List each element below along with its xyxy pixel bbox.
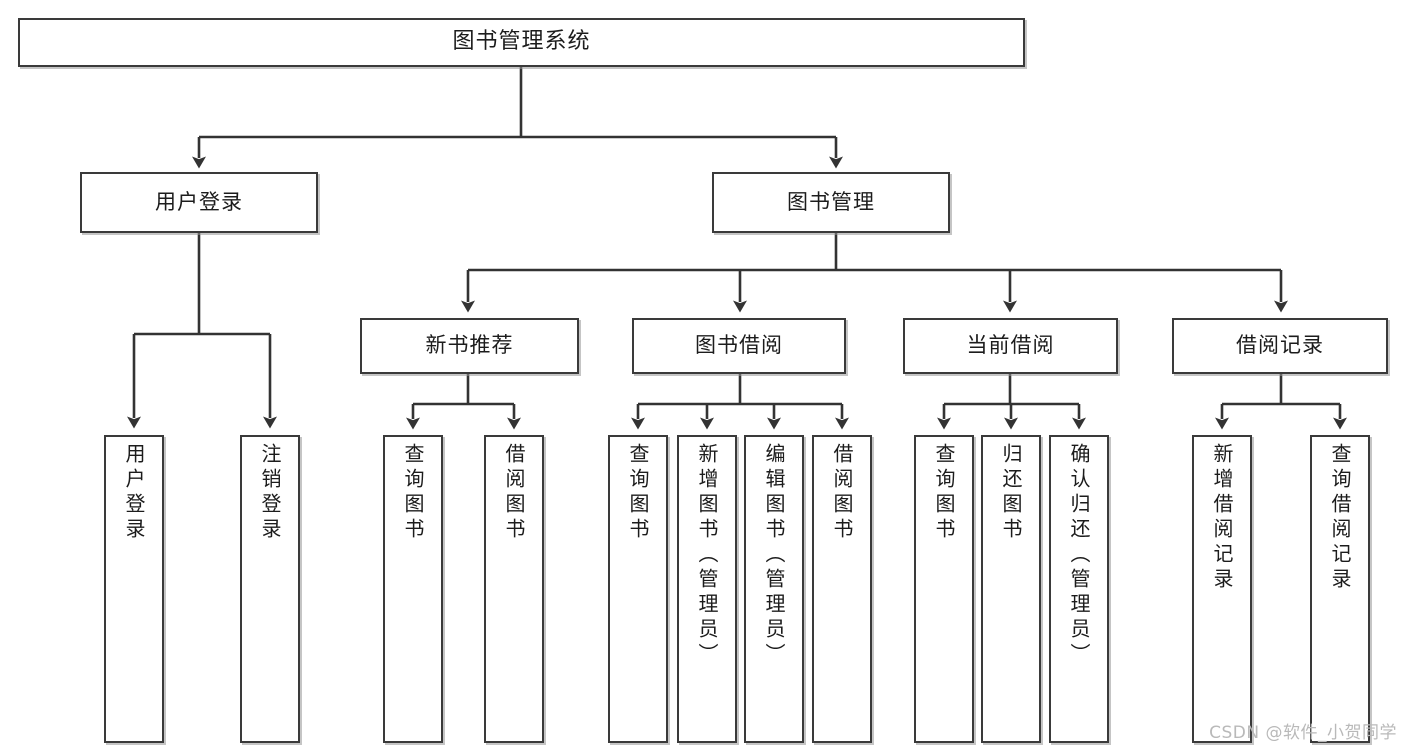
node-borrow-records[interactable]: 借阅记录 [1172, 318, 1388, 374]
node-label: 归还图书 [999, 443, 1023, 543]
node-label: 借阅图书 [502, 443, 526, 543]
node-label: 图书借阅 [695, 333, 783, 358]
node-label: 借阅记录 [1236, 333, 1324, 358]
leaf-current-confirm-return-admin[interactable]: 确认归还（管理员） [1049, 435, 1109, 743]
leaf-records-query-record[interactable]: 查询借阅记录 [1310, 435, 1370, 743]
node-current-borrow[interactable]: 当前借阅 [903, 318, 1118, 374]
node-root-system[interactable]: 图书管理系统 [18, 18, 1025, 67]
leaf-borrow-edit-book-admin[interactable]: 编辑图书（管理员） [744, 435, 804, 743]
node-book-management[interactable]: 图书管理 [712, 172, 950, 233]
node-label: 当前借阅 [966, 333, 1055, 358]
watermark-text: CSDN @软件_小贺同学 [1209, 723, 1397, 743]
node-label: 图书管理系统 [452, 29, 591, 55]
leaf-records-add-record[interactable]: 新增借阅记录 [1192, 435, 1252, 743]
node-user-login[interactable]: 用户登录 [80, 172, 318, 233]
leaf-recommend-query-book[interactable]: 查询图书 [383, 435, 443, 743]
node-label: 新增图书（管理员） [695, 443, 719, 668]
leaf-user-login-signout[interactable]: 注销登录 [240, 435, 300, 743]
node-label: 新书推荐 [425, 333, 514, 358]
leaf-current-return-book[interactable]: 归还图书 [981, 435, 1041, 743]
node-label: 注销登录 [258, 443, 282, 543]
leaf-borrow-borrow-book[interactable]: 借阅图书 [812, 435, 872, 743]
node-label: 借阅图书 [830, 443, 854, 543]
node-label: 查询图书 [626, 443, 650, 543]
node-label: 查询图书 [401, 443, 425, 543]
leaf-borrow-add-book-admin[interactable]: 新增图书（管理员） [677, 435, 737, 743]
leaf-user-login-signin[interactable]: 用户登录 [104, 435, 164, 743]
node-label: 查询图书 [932, 443, 956, 543]
node-book-borrow[interactable]: 图书借阅 [632, 318, 846, 374]
node-label: 用户登录 [122, 443, 146, 543]
node-label: 新增借阅记录 [1210, 443, 1234, 593]
node-label: 确认归还（管理员） [1067, 443, 1091, 668]
node-label: 用户登录 [155, 189, 243, 214]
node-label: 查询借阅记录 [1328, 443, 1352, 593]
node-label: 图书管理 [787, 189, 875, 214]
leaf-recommend-borrow-book[interactable]: 借阅图书 [484, 435, 544, 743]
node-new-book-recommend[interactable]: 新书推荐 [360, 318, 579, 374]
leaf-current-query-book[interactable]: 查询图书 [914, 435, 974, 743]
leaf-borrow-query-book[interactable]: 查询图书 [608, 435, 668, 743]
node-label: 编辑图书（管理员） [762, 443, 786, 668]
